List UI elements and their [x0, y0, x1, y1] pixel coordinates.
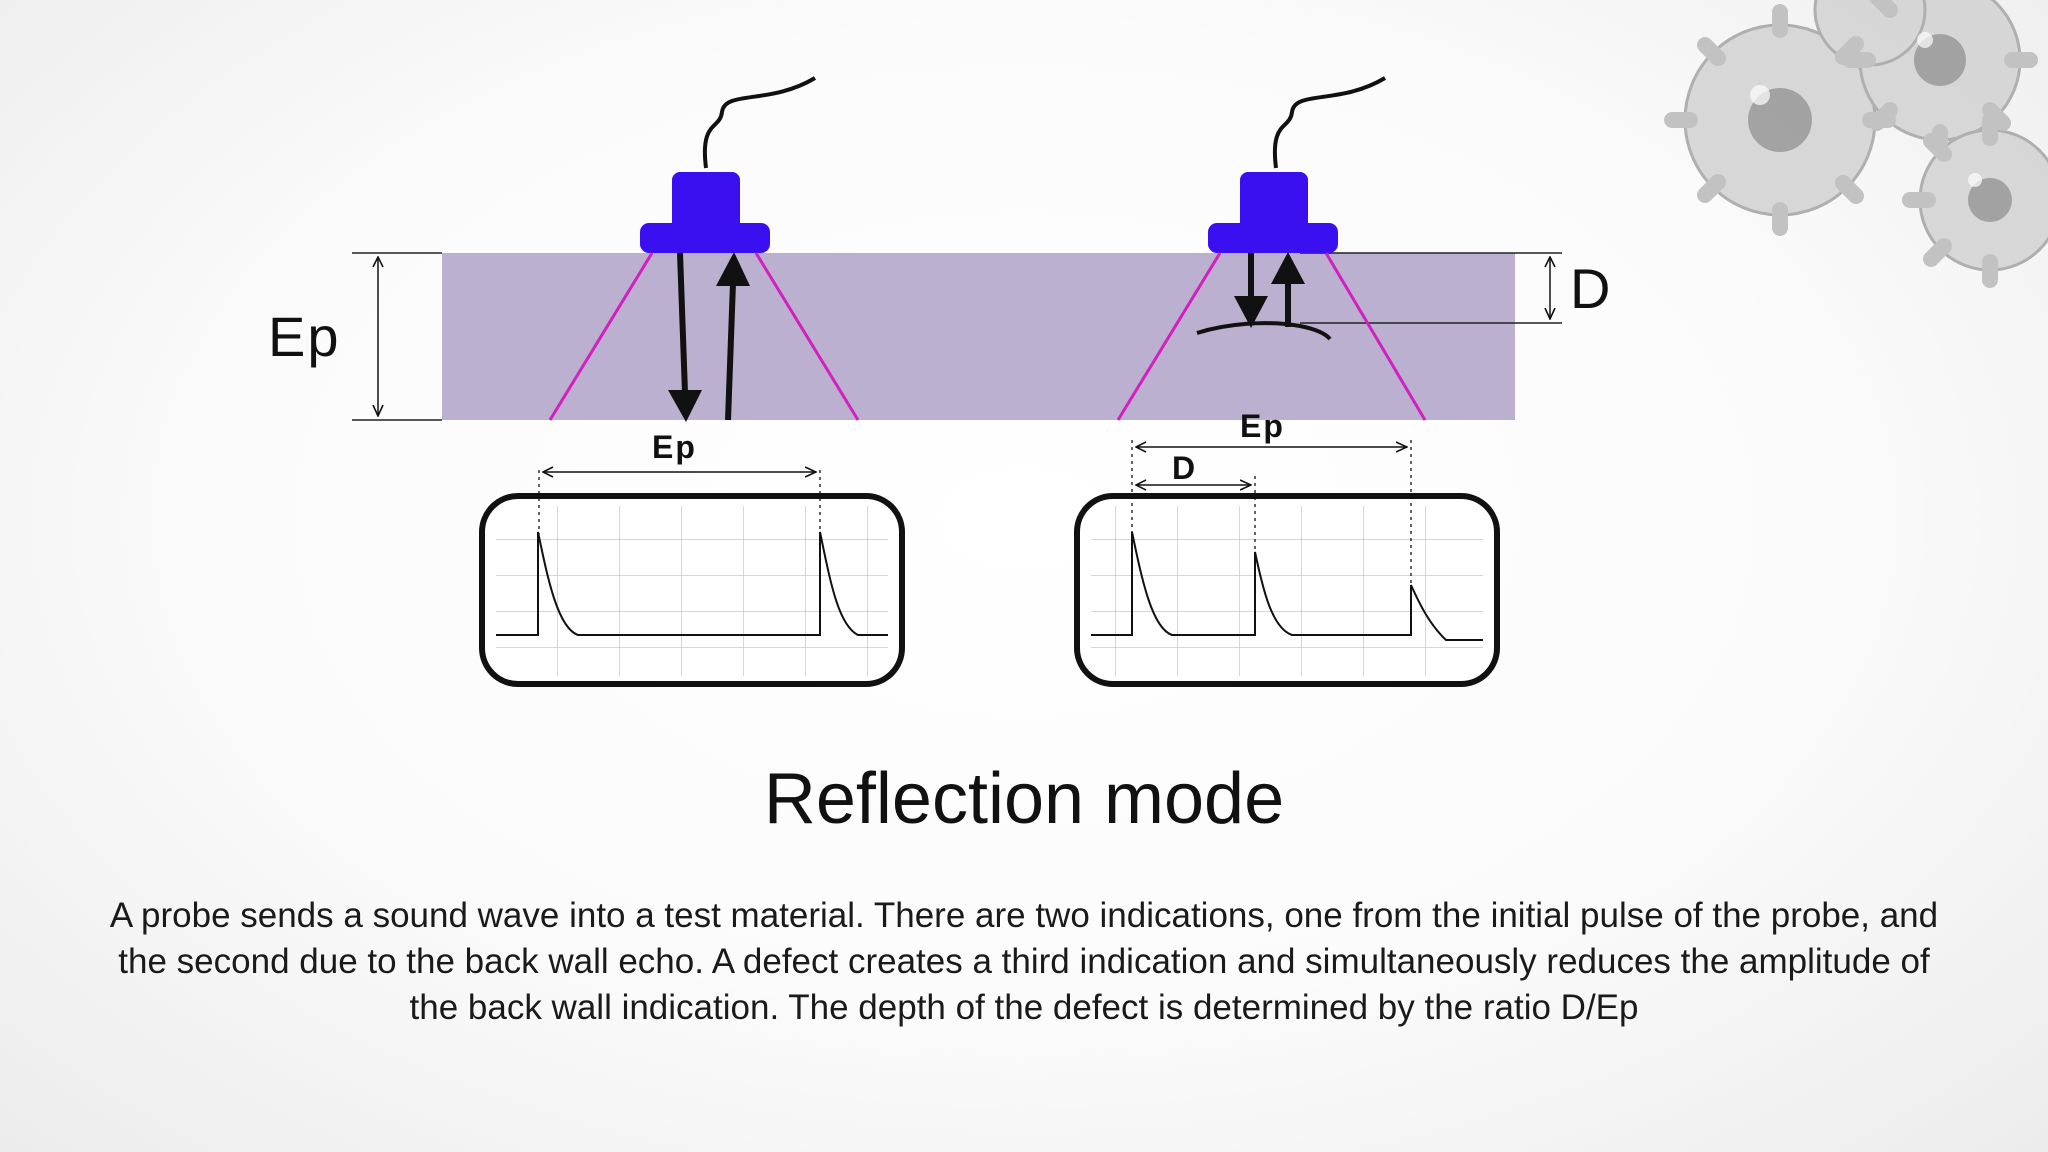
test-material-block	[442, 253, 1515, 420]
screen-right-d-label: D	[1172, 450, 1197, 486]
oscilloscope-screen-icon	[1074, 440, 1500, 687]
beam-spread-right	[1116, 252, 1427, 421]
screen-right-ep-label: Ep	[1240, 408, 1285, 444]
beam-spread-left	[548, 252, 860, 421]
defect-depth-label: D	[1570, 257, 1612, 320]
oscilloscope-screen-icon	[479, 470, 905, 687]
defect-crack	[1196, 321, 1332, 341]
sound-path-left	[668, 252, 750, 422]
screen-left-span-label: Ep	[652, 429, 697, 465]
ultrasonic-probe-icon	[640, 76, 817, 253]
gears-decoration-icon	[1664, 0, 2048, 288]
slide-caption: A probe sends a sound wave into a test m…	[109, 896, 1939, 1027]
ultrasonic-probe-icon	[1208, 76, 1387, 253]
defect-depth-dimension	[1300, 252, 1562, 324]
sound-path-right	[1234, 252, 1305, 328]
thickness-label: Ep	[268, 305, 341, 368]
slide-title: Reflection mode	[763, 759, 1285, 839]
thickness-dimension	[352, 252, 442, 421]
